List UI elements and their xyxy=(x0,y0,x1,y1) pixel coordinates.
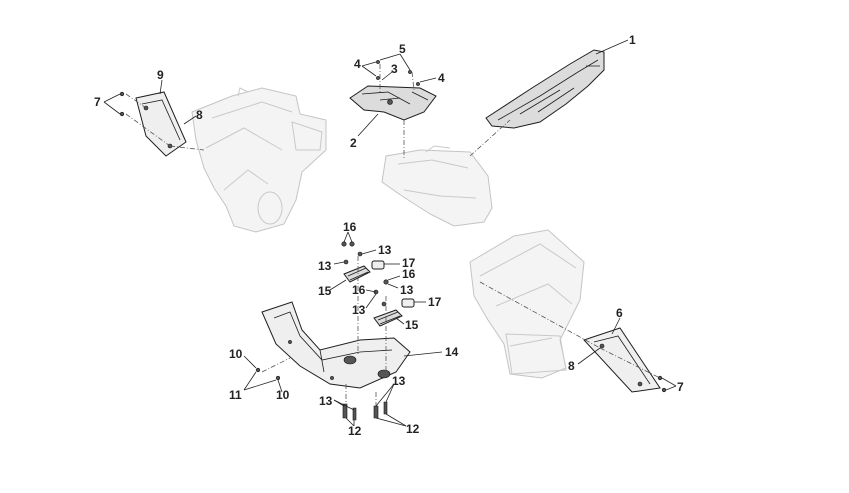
callout-11: 11 xyxy=(229,388,242,402)
callout-14: 14 xyxy=(445,345,459,359)
callout-1: 1 xyxy=(629,33,636,47)
callout-16-c: 16 xyxy=(402,267,416,281)
part-9-left-cover xyxy=(135,91,187,157)
tank-ghost-center xyxy=(381,145,493,227)
callout-16-a: 16 xyxy=(343,220,357,234)
callout-leader-lines xyxy=(103,39,677,427)
assembly-dash-lines xyxy=(125,64,661,406)
callout-3: 3 xyxy=(391,62,398,76)
callout-8-left: 8 xyxy=(196,108,203,122)
callout-5: 5 xyxy=(399,42,406,56)
callout-13-c: 13 xyxy=(400,283,414,297)
callout-12-right: 12 xyxy=(406,422,420,436)
callout-2: 2 xyxy=(350,136,357,150)
callout-13-a: 13 xyxy=(378,243,392,257)
callout-13-e: 13 xyxy=(319,394,333,408)
callout-15-left: 15 xyxy=(318,284,332,298)
callout-13-d: 13 xyxy=(352,303,366,317)
callout-7-left: 7 xyxy=(94,95,101,109)
part-2-front-fairing xyxy=(349,85,437,121)
callout-13-f: 13 xyxy=(392,374,406,388)
callout-10-right: 10 xyxy=(276,388,290,402)
callout-17-a: 17 xyxy=(402,256,416,270)
frame-ghost-right xyxy=(469,229,585,379)
part-14-skid-plate xyxy=(261,301,411,389)
callout-9: 9 xyxy=(157,68,164,82)
callout-17-b: 17 xyxy=(428,295,442,309)
callout-16-b: 16 xyxy=(352,283,366,297)
callout-labels: 1 2 3 4 4 5 6 7 7 8 8 9 10 10 11 12 12 1… xyxy=(94,33,684,438)
callout-12-left: 12 xyxy=(348,424,362,438)
callout-7-right: 7 xyxy=(677,380,684,394)
callout-4-right: 4 xyxy=(438,71,445,85)
hardware-fasteners xyxy=(119,60,667,421)
callout-6: 6 xyxy=(616,306,623,320)
part-6-right-cover xyxy=(583,327,661,393)
part-17-pins xyxy=(371,260,415,308)
part-1-seat xyxy=(485,49,605,129)
callout-13-b: 13 xyxy=(318,259,332,273)
frame-ghost-left xyxy=(191,87,327,233)
callout-10-left: 10 xyxy=(229,347,243,361)
part-15-footpegs xyxy=(343,265,403,327)
callout-4-left: 4 xyxy=(354,57,361,71)
callout-15-right: 15 xyxy=(405,318,419,332)
callout-8-right: 8 xyxy=(568,359,575,373)
